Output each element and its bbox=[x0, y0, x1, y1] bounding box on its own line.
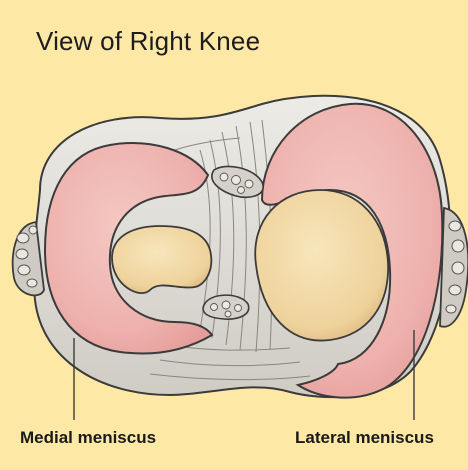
lateral-meniscus-label: Lateral meniscus bbox=[295, 428, 434, 448]
medial-meniscus-label: Medial meniscus bbox=[20, 428, 156, 448]
lateral-tibial-cartilage bbox=[255, 190, 388, 341]
ligament-attachment-lower bbox=[203, 295, 249, 319]
medial-tibial-cartilage bbox=[112, 226, 211, 293]
lateral-capsule bbox=[440, 208, 468, 327]
